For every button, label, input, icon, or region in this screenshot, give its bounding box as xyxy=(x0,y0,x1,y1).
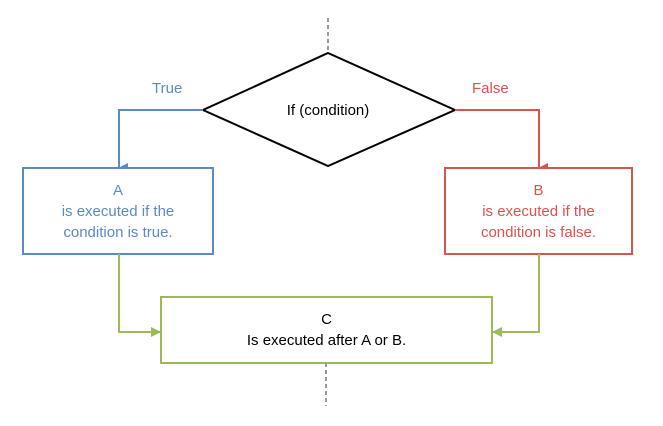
decision-label: If (condition) xyxy=(228,98,428,122)
b-to-c-connector xyxy=(493,254,540,333)
box-a-line2: condition is true. xyxy=(63,223,173,241)
decision-text: If (condition) xyxy=(286,101,370,119)
a-to-c-connector xyxy=(118,254,160,333)
decision-diamond xyxy=(200,51,458,168)
false-branch-connector xyxy=(455,109,548,173)
box-b-line2: condition is false. xyxy=(480,223,597,241)
box-c-line1: Is executed after A or B. xyxy=(246,332,407,349)
box-a-label: A is executed if the condition is true. xyxy=(24,169,212,253)
box-a xyxy=(22,167,214,255)
true-branch-connector xyxy=(118,109,203,173)
false-branch-label: False xyxy=(472,80,509,97)
box-b-line1: is executed if the xyxy=(482,202,595,220)
box-b-label: B is executed if the condition is false. xyxy=(446,169,631,253)
true-branch-label: True xyxy=(152,80,183,97)
b-to-c-arrowhead xyxy=(492,327,502,337)
box-a-title: A xyxy=(112,181,123,199)
box-b-title: B xyxy=(533,181,544,199)
box-b xyxy=(444,167,633,255)
box-c-label: C Is executed after A or B. xyxy=(162,298,491,362)
a-to-c-arrowhead xyxy=(151,327,161,337)
box-a-line1: is executed if the xyxy=(61,202,175,220)
box-c-title: C xyxy=(321,311,332,328)
